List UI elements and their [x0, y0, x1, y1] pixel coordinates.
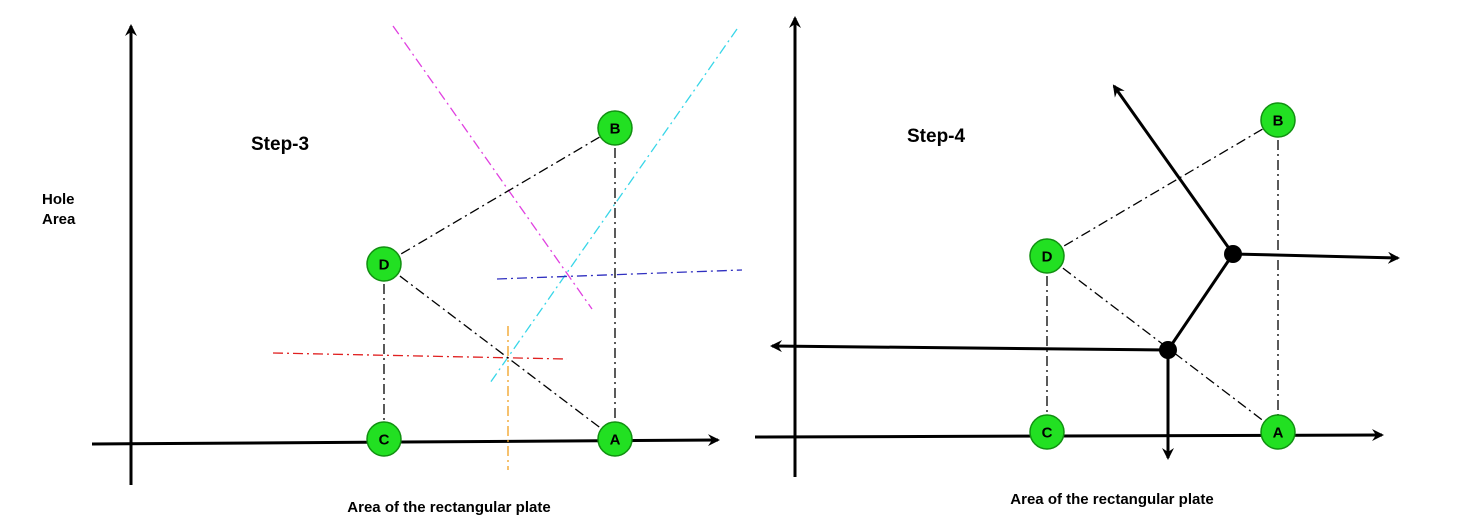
left-node-b: B: [597, 110, 633, 146]
right-voronoi-vertex-upper: [1224, 245, 1242, 263]
left-edge-d-a: [383, 263, 616, 440]
right-node-b-label: B: [1273, 113, 1284, 130]
right-voronoi-edge-left: [770, 340, 1169, 353]
left-node-d: D: [366, 246, 402, 282]
left-node-a-label: A: [610, 432, 621, 449]
right-node-b: B: [1260, 102, 1296, 138]
right-x-axis-label: Area of the rectangular plate: [1010, 491, 1213, 508]
right-voronoi-edge-middle: [1166, 253, 1235, 351]
left-bisector-cyan: [489, 28, 738, 384]
right-node-a: A: [1260, 414, 1296, 450]
left-panel: B D C A Step-3 Hole Area Area of the rec…: [42, 24, 743, 516]
left-bisector-magenta: [392, 25, 593, 310]
right-voronoi-vertex-lower: [1159, 341, 1177, 359]
right-edge-d-b: [1046, 119, 1279, 257]
left-node-c: C: [366, 421, 402, 457]
left-edge-d-b: [383, 127, 616, 265]
right-node-d: D: [1029, 238, 1065, 274]
right-node-c-label: C: [1042, 425, 1053, 442]
left-node-c-label: C: [379, 432, 390, 449]
left-y-axis-label-line1: Hole: [42, 191, 75, 208]
right-node-d-label: D: [1042, 249, 1053, 266]
right-voronoi-edge-up: [1112, 84, 1235, 255]
right-voronoi-edge-right: [1232, 251, 1400, 264]
left-step-label: Step-3: [251, 134, 309, 155]
right-node-c: C: [1029, 414, 1065, 450]
right-node-a-label: A: [1273, 425, 1284, 442]
left-node-b-label: B: [610, 121, 621, 138]
left-node-d-label: D: [379, 257, 390, 274]
left-x-axis-label: Area of the rectangular plate: [347, 499, 550, 516]
right-step-label: Step-4: [907, 126, 966, 147]
left-bisector-blue: [496, 269, 743, 280]
left-y-axis-label-line2: Area: [42, 211, 76, 228]
right-panel: B D C A Step-4 Area of the rectangular p…: [754, 16, 1400, 508]
left-bisector-red: [272, 352, 568, 360]
left-node-a: A: [597, 421, 633, 457]
